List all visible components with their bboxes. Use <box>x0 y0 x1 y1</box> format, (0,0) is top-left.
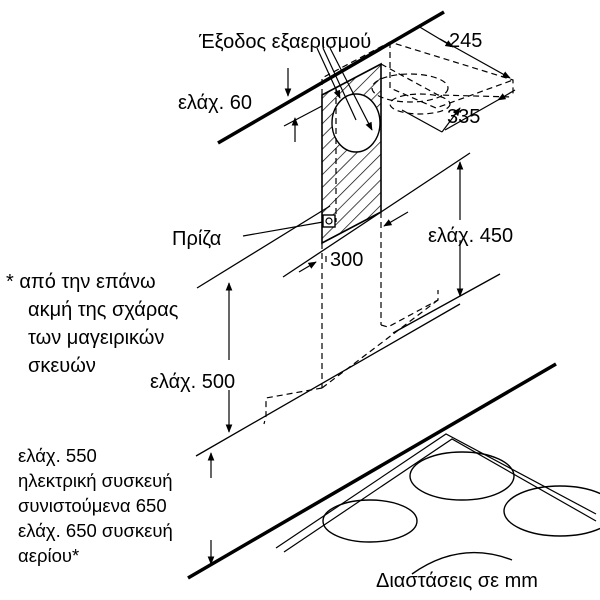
label-335: 335 <box>447 106 480 128</box>
bottom-note-line-3: συνιστούμενα 650 <box>18 495 167 516</box>
wall-line-middle <box>392 273 501 334</box>
burner-left <box>322 499 418 543</box>
note-line-1: * από την επάνω <box>6 271 156 293</box>
vent-outlet-leaders <box>316 47 373 131</box>
burner-back <box>409 451 515 501</box>
bottom-note-line-1: ελάχ. 550 <box>18 445 97 466</box>
note-line-3: των μαγειρικών <box>28 327 164 349</box>
socket-hole <box>325 217 333 225</box>
socket-leader <box>242 221 324 237</box>
bottom-note-line-5: αερίου* <box>18 545 79 566</box>
label-socket: Πρίζα <box>172 228 221 250</box>
bottom-note-line-2: ηλεκτρική συσκευή <box>18 470 173 491</box>
label-300: 300 <box>330 249 363 271</box>
units-label: Διαστάσεις σε mm <box>376 570 538 592</box>
label-min-450: ελάχ. 450 <box>428 225 513 247</box>
hood-top-dashed <box>321 41 514 222</box>
dimension-335 <box>401 89 516 133</box>
reference-line-bottom <box>195 303 461 457</box>
note-line-2: ακμή της σχάρας <box>28 299 179 321</box>
dimension-245 <box>417 25 511 79</box>
label-245: 245 <box>449 30 482 52</box>
dimension-300 <box>298 211 409 273</box>
label-min-60: ελάχ. 60 <box>178 92 252 114</box>
burner-right <box>503 485 600 537</box>
hood-lower-dashed <box>263 212 439 425</box>
bottom-note-line-4: ελάχ. 650 συσκευή <box>18 520 173 541</box>
cooktop <box>187 362 600 600</box>
socket-box <box>322 214 336 228</box>
note-line-4: σκευών <box>28 355 96 377</box>
label-min-500: ελάχ. 500 <box>150 371 235 393</box>
label-vent-outlet: Έξοδος εξαερισμού <box>198 31 371 53</box>
vent-outlet-circle <box>331 93 381 153</box>
dimension-min-60 <box>283 68 323 142</box>
burner-front <box>411 551 513 575</box>
reference-line-500 <box>196 205 331 289</box>
